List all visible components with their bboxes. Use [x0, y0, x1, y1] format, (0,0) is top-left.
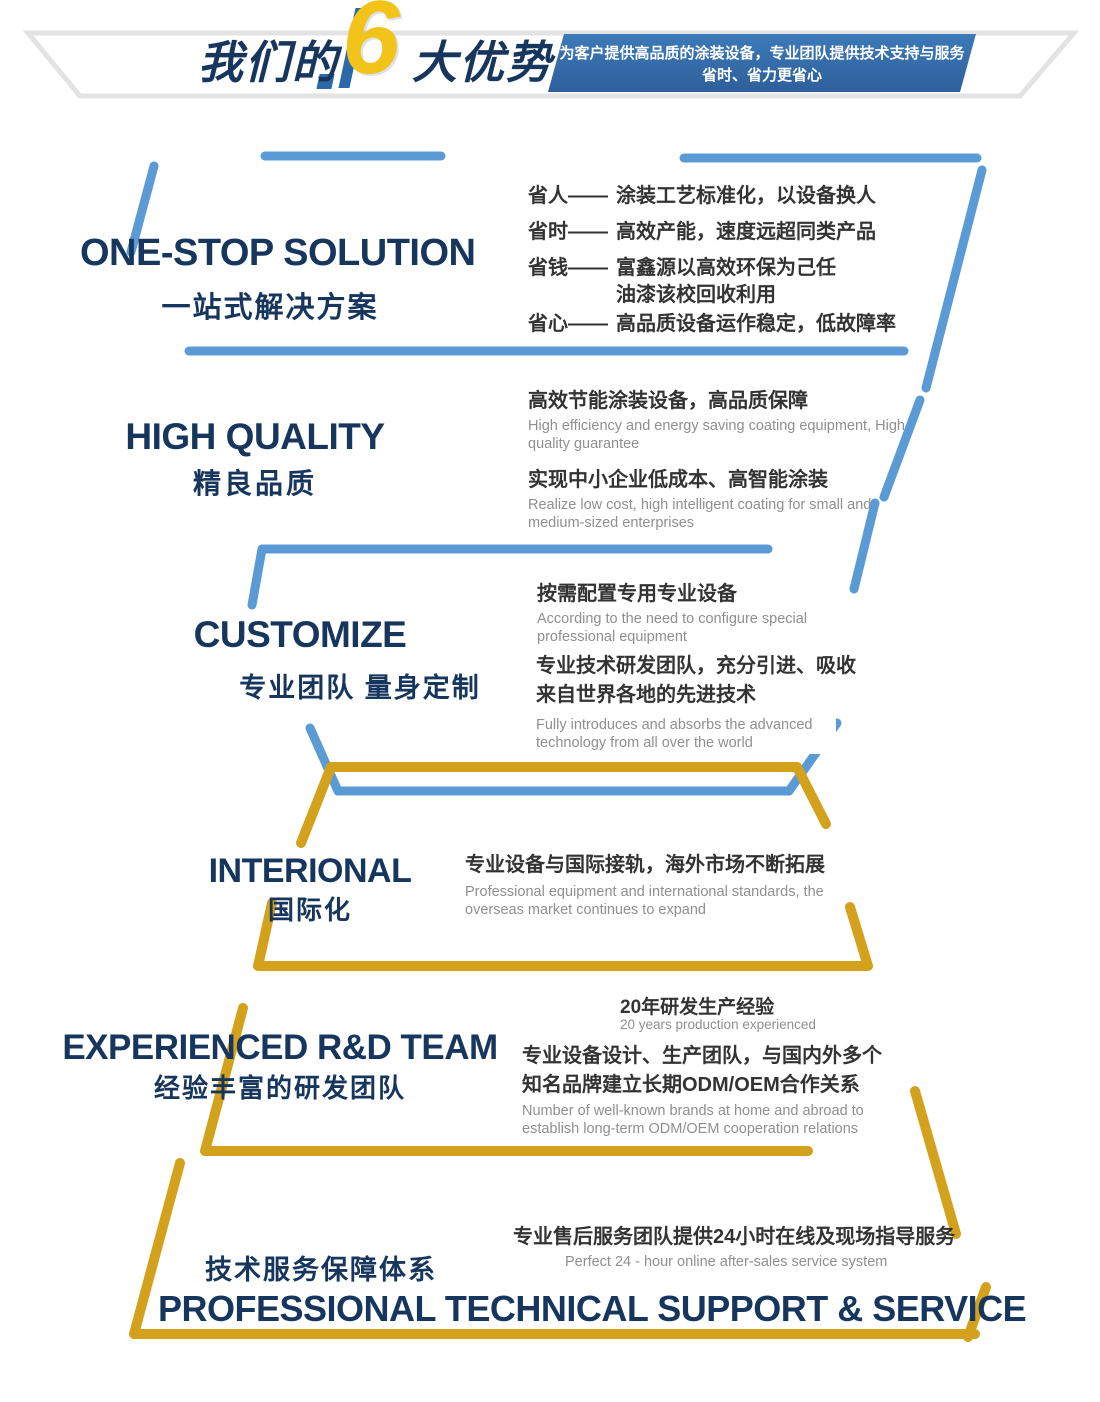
customize-point2-en: Fully introduces and absorbs the advance…: [532, 714, 836, 755]
customize-point1-en: According to the need to configure speci…: [537, 611, 808, 646]
one-stop-item: 省钱—— 富鑫源以高效环保为己任 油漆该校回收利用: [528, 255, 836, 309]
support-title-en: PROFESSIONAL TECHNICAL SUPPORT & SERVICE: [158, 1288, 1027, 1329]
brand-title-prefix: 我们的: [198, 37, 340, 88]
header-banner: 为客户提供高品质的涂装设备，专业团队提供技术支持与服务 省时、省力更省心: [548, 34, 976, 92]
international-point1-en: Professional equipment and international…: [465, 884, 824, 919]
high-quality-point1-en: High efficiency and energy saving coatin…: [528, 418, 905, 453]
support-title-cn: 技术服务保障体系: [205, 1255, 437, 1285]
high-quality-title-cn: 精良品质: [192, 468, 317, 499]
rd-team-point2-en: Number of well-known brands at home and …: [522, 1103, 864, 1138]
support-point1-en: Perfect 24 - hour online after-sales ser…: [565, 1254, 888, 1270]
item-text: 富鑫源以高效环保为己任 油漆该校回收利用: [616, 257, 836, 306]
rd-team-title-cn: 经验丰富的研发团队: [153, 1073, 406, 1103]
item-label: 省人——: [528, 185, 608, 207]
item-label: 省时——: [528, 221, 608, 243]
one-stop-item: 省时—— 高效产能，速度远超同类产品: [528, 219, 876, 246]
high-quality-point2-cn: 实现中小企业低成本、高智能涂装: [528, 469, 828, 491]
one-stop-item: 省心—— 高品质设备运作稳定，低故障率: [528, 311, 896, 338]
high-quality-point1-cn: 高效节能涂装设备，高品质保障: [528, 390, 808, 412]
brand-title-suffix: 大优势: [412, 37, 554, 88]
header: 6 我们的 大优势 为客户提供高品质的涂装设备，专业团队提供技术支持与服务 省时…: [0, 0, 1100, 110]
banner-line1: 为客户提供高品质的涂装设备，专业团队提供技术支持与服务: [559, 45, 965, 62]
one-stop-item: 省人—— 涂装工艺标准化，以设备换人: [528, 183, 876, 210]
support-point1-cn: 专业售后服务团队提供24小时在线及现场指导服务: [513, 1226, 956, 1248]
high-quality-point2-en: Realize low cost, high intelligent coati…: [528, 497, 872, 532]
item-label: 省心——: [528, 313, 608, 335]
rd-team-point1-cn: 20年研发生产经验: [620, 997, 775, 1018]
item-text: 涂装工艺标准化，以设备换人: [616, 185, 876, 207]
international-point1-cn: 专业设备与国际接轨，海外市场不断拓展: [465, 854, 825, 876]
rd-team-point1-en: 20 years production experienced: [620, 1017, 816, 1032]
item-text: 高品质设备运作稳定，低故障率: [616, 313, 896, 335]
customize-title-cn: 专业团队 量身定制: [239, 673, 481, 703]
item-label: 省钱——: [528, 257, 608, 279]
international-title-cn: 国际化: [267, 895, 352, 925]
high-quality-title-en: HIGH QUALITY: [125, 416, 385, 457]
international-title-en: INTERIONAL: [208, 852, 412, 890]
banner-line2: 省时、省力更省心: [701, 66, 822, 84]
customize-title-en: CUSTOMIZE: [193, 614, 407, 655]
brand-number: 6: [342, 0, 400, 96]
one-stop-title-en: ONE-STOP SOLUTION: [80, 232, 476, 274]
customize-point1-cn: 按需配置专用专业设备: [537, 583, 737, 605]
rd-team-title-en: EXPERIENCED R&D TEAM: [62, 1028, 498, 1067]
rd-team-point2-cn: 专业设备设计、生产团队，与国内外多个 知名品牌建立长期ODM/OEM合作关系: [522, 1045, 882, 1096]
item-text: 高效产能，速度远超同类产品: [616, 221, 876, 243]
customize-point2-cn: 专业技术研发团队，充分引进、吸收 来自世界各地的先进技术: [532, 652, 860, 710]
one-stop-title-cn: 一站式解决方案: [161, 292, 379, 324]
